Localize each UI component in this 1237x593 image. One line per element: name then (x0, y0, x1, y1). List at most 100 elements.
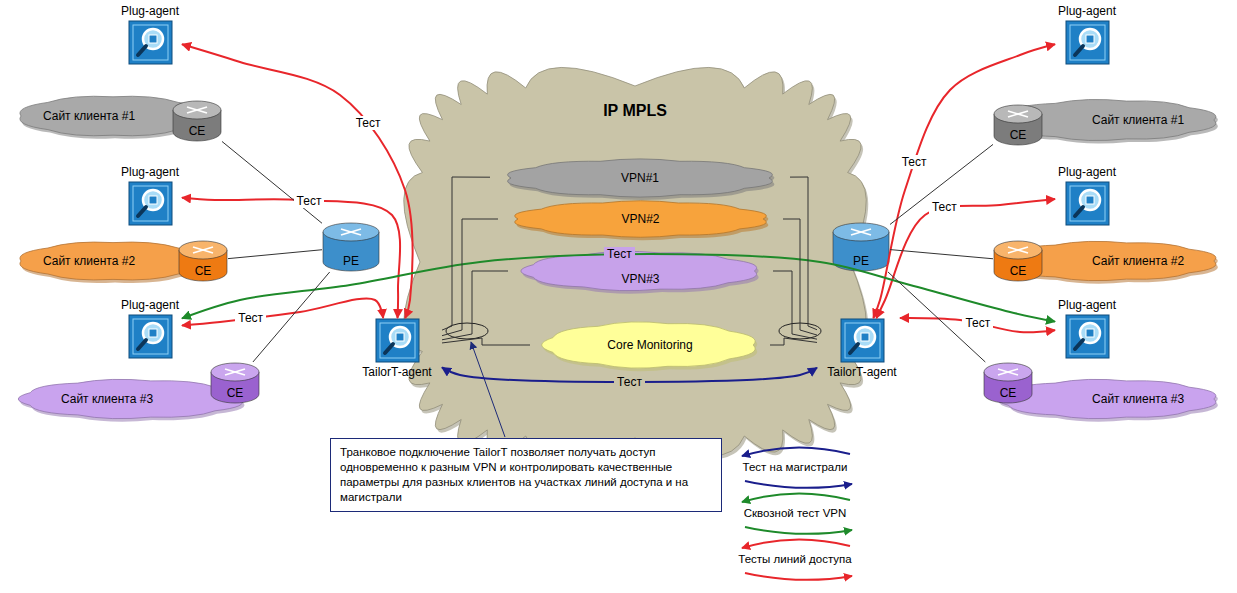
node-label: Сайт клиента #1 (43, 109, 135, 123)
agent-icon-part (138, 207, 146, 216)
node-label: CE (1010, 128, 1027, 142)
link-line (442, 271, 508, 340)
router-icon: CE (983, 362, 1033, 404)
edge-label: Тест (899, 155, 930, 169)
router-top (833, 223, 889, 241)
link-line (442, 219, 498, 336)
node-label: Plug-agent (1058, 165, 1116, 179)
edge-label: Тест (604, 247, 635, 261)
cloud-outline (521, 251, 757, 290)
legend-text: Сквозной тест VPN (730, 506, 860, 520)
legend-sample (742, 447, 850, 456)
node-label: VPN#3 (621, 272, 659, 286)
agent-icon-part (129, 315, 172, 358)
agent-icon (1065, 20, 1110, 65)
router-arrows (225, 369, 245, 375)
node-label: Plug-agent (121, 4, 179, 18)
node-label: CE (1000, 386, 1017, 400)
node-label: Сайт клиента #3 (1092, 392, 1184, 406)
agent-icon-part (1086, 196, 1094, 204)
agent-icon-part (845, 323, 880, 358)
agent-icon (375, 318, 420, 363)
legend-sample (742, 493, 850, 502)
agent-icon (128, 314, 173, 359)
network-cloud: VPN#2 (498, 198, 783, 240)
agent-icon (128, 181, 173, 226)
test-arrow (182, 44, 413, 318)
router-arrows (851, 229, 871, 235)
router-arrows (341, 229, 361, 235)
agent-icon-part (149, 329, 157, 337)
router-arrows (851, 229, 871, 235)
node-label: Транковое подключение TailorT позволяет … (340, 445, 712, 505)
router-arrows (1008, 111, 1028, 117)
router-arrows (341, 229, 361, 235)
node-label: PE (853, 254, 869, 268)
agent-icon-part (149, 196, 157, 204)
router-arrows (1008, 247, 1028, 253)
plug-agent: Plug-agent (1055, 298, 1119, 359)
router-arrows (998, 369, 1018, 375)
agent-icon-part (138, 340, 146, 349)
router-arrows (187, 107, 207, 113)
edge-label: Тест (294, 194, 325, 208)
router-arrows (1008, 247, 1028, 253)
router-top (994, 241, 1042, 259)
node-label: TailorT-agent (362, 365, 431, 379)
agent-icon-part (1066, 21, 1109, 64)
node-label: VPN#1 (621, 171, 659, 185)
plug-agent: Plug-agent (1055, 4, 1119, 65)
agent-icon-part (1070, 186, 1105, 221)
agent-icon (1065, 181, 1110, 226)
node-label: CE (195, 264, 212, 278)
cloud-outline (18, 379, 242, 418)
router-icon: CE (993, 104, 1043, 146)
router-arrows (193, 247, 213, 253)
edge-label: Тест (235, 311, 266, 325)
agent-icon-part (1066, 182, 1109, 225)
router-arrows (1008, 111, 1028, 117)
router-icon: CE (210, 362, 260, 404)
agent-icon-part (376, 319, 419, 362)
agent-icon-part (841, 319, 884, 362)
cloud-outline (20, 242, 206, 280)
router-top (994, 105, 1042, 123)
node-label: Plug-agent (121, 298, 179, 312)
node-label: Сайт клиента #1 (1092, 113, 1184, 127)
router-top (179, 241, 227, 259)
network-cloud: IP MPLSVPN#1VPN#2VPN#3Core Monitoring (385, 42, 885, 482)
agent-icon-part (1075, 207, 1083, 216)
link-line (442, 338, 530, 345)
router-top (323, 223, 379, 241)
node-label: TailorT-agent (827, 365, 896, 379)
plug-agent: Plug-agent (1055, 165, 1119, 226)
callout-leader (471, 342, 505, 437)
node-label: CE (1010, 264, 1027, 278)
tailort-agent: TailorT-agent (817, 318, 907, 379)
plug-agent: Plug-agent (118, 4, 182, 65)
agent-icon-part (380, 323, 415, 358)
router-icon: CE (172, 100, 222, 142)
router-top (173, 101, 221, 119)
test-arrow (182, 298, 383, 325)
agent-icon-part (396, 333, 404, 341)
legend-sample (745, 481, 852, 488)
edge-label: Тест (353, 116, 384, 130)
legend-sample (745, 527, 852, 534)
cloud-outline (508, 159, 773, 197)
plug-agent: Plug-agent (118, 298, 182, 359)
link-line (790, 177, 817, 330)
node-label: Core Monitoring (607, 338, 692, 352)
plug-agent: Plug-agent (118, 165, 182, 226)
router-icon: CE (993, 240, 1043, 282)
edge-label: Тест (614, 375, 645, 389)
router-arrows (998, 369, 1018, 375)
test-arrow (182, 198, 400, 318)
node-label: Сайт клиента #2 (1092, 254, 1184, 268)
agent-icon-part (133, 319, 168, 354)
node-label: Plug-agent (1058, 298, 1116, 312)
agent-icon-part (850, 344, 858, 353)
agent-icon (128, 20, 173, 65)
